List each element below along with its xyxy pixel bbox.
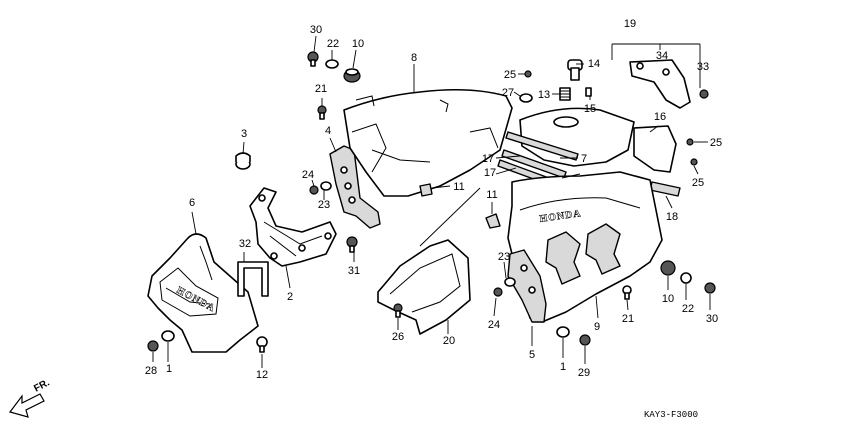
callout-7: 7 bbox=[581, 153, 587, 165]
callout-23: 23 bbox=[318, 199, 330, 211]
callout-31: 31 bbox=[348, 265, 360, 277]
part-12-screw bbox=[256, 336, 268, 353]
part-24-screw-right bbox=[493, 287, 503, 297]
callout-28: 28 bbox=[145, 365, 157, 377]
part-24-screw bbox=[309, 185, 319, 195]
callout-29: 29 bbox=[578, 367, 590, 379]
callout-14: 14 bbox=[588, 58, 600, 70]
part-23-washer-right bbox=[504, 277, 516, 287]
part-3-grommet bbox=[235, 152, 251, 170]
callout-25: 25 bbox=[504, 69, 516, 81]
callout-11-lower: 11 bbox=[486, 189, 497, 201]
callout-30: 30 bbox=[310, 24, 322, 36]
part-13-spring bbox=[559, 87, 571, 101]
leader-lines bbox=[152, 35, 711, 368]
part-11-clip-lower bbox=[485, 213, 501, 229]
callout-16: 16 bbox=[654, 111, 666, 123]
part-6-upper-cowl: HONDA bbox=[147, 233, 259, 353]
callout-9: 9 bbox=[594, 321, 600, 333]
part-30-bolt-right bbox=[704, 282, 716, 294]
part-31-bolt bbox=[346, 236, 358, 253]
callout-33: 33 bbox=[697, 61, 709, 73]
callout-3: 3 bbox=[241, 128, 247, 140]
callout-19: 19 bbox=[624, 18, 636, 30]
part-14-bolt bbox=[567, 59, 583, 81]
callout-24: 24 bbox=[302, 169, 314, 181]
part-20-inner-cover bbox=[377, 239, 471, 335]
part-23-washer bbox=[320, 181, 332, 191]
diagram-code: KAY3-F3000 bbox=[644, 410, 698, 420]
part-28-bolt bbox=[147, 340, 159, 352]
callout-23-right: 23 bbox=[498, 251, 510, 263]
callout-1-right: 1 bbox=[560, 361, 566, 373]
part-27-washer bbox=[519, 93, 533, 103]
part-33-screw bbox=[699, 89, 709, 99]
part-34-bracket bbox=[629, 59, 691, 109]
callout-17-lower: 17 bbox=[484, 167, 496, 179]
callout-8: 8 bbox=[411, 52, 417, 64]
callout-27: 27 bbox=[502, 87, 514, 99]
front-direction-marker: FR. bbox=[8, 377, 52, 418]
part-30-bolt bbox=[307, 51, 319, 67]
callout-12: 12 bbox=[256, 369, 268, 381]
callout-17: 17 bbox=[482, 153, 494, 165]
callout-1-left: 1 bbox=[166, 363, 172, 375]
callout-10-right: 10 bbox=[662, 293, 674, 305]
part-18-strip bbox=[649, 181, 681, 197]
callout-5: 5 bbox=[529, 349, 535, 361]
part-21-screw-right bbox=[622, 285, 632, 300]
front-arrow-icon bbox=[8, 393, 45, 418]
part-16-side-cover bbox=[633, 125, 677, 173]
part-2-stay bbox=[249, 187, 337, 267]
part-10-rubber-mount-right bbox=[660, 260, 676, 276]
callout-4: 4 bbox=[325, 125, 331, 137]
callout-22-right: 22 bbox=[682, 303, 694, 315]
part-8-inner-panel bbox=[343, 88, 513, 197]
callout-32: 32 bbox=[239, 238, 251, 250]
part-26-screw bbox=[393, 303, 403, 318]
front-label: FR. bbox=[32, 377, 52, 394]
part-22-washer-right bbox=[680, 272, 692, 284]
callout-21-right: 21 bbox=[622, 313, 634, 325]
callout-22: 22 bbox=[327, 38, 339, 50]
callout-25-right: 25 bbox=[710, 137, 722, 149]
callout-26: 26 bbox=[392, 331, 404, 343]
callout-25-right-lower: 25 bbox=[692, 177, 704, 189]
callout-15: 15 bbox=[584, 103, 596, 115]
part-1-collar-left bbox=[161, 330, 175, 342]
callout-20: 20 bbox=[443, 335, 455, 347]
callout-34: 34 bbox=[656, 50, 668, 62]
callout-21: 21 bbox=[315, 83, 327, 95]
callout-2: 2 bbox=[287, 291, 293, 303]
part-21-screw bbox=[317, 105, 327, 120]
part-25-screw-top bbox=[524, 70, 532, 78]
part-15-pin bbox=[585, 87, 592, 97]
callout-13: 13 bbox=[538, 89, 550, 101]
callout-10: 10 bbox=[352, 38, 364, 50]
part-11-clip-upper bbox=[419, 183, 433, 197]
callout-18: 18 bbox=[666, 211, 678, 223]
part-9-side-fairing: HONDA bbox=[507, 171, 663, 323]
part-32-bracket bbox=[237, 261, 269, 297]
callout-30-right: 30 bbox=[706, 313, 718, 325]
part-29-bolt bbox=[579, 334, 591, 346]
part-22-washer bbox=[325, 59, 339, 69]
callout-24-right: 24 bbox=[488, 319, 500, 331]
part-25-screw-right bbox=[686, 138, 694, 146]
part-1-collar-right bbox=[556, 326, 570, 338]
callout-labels: 30 22 10 8 19 34 33 14 25 13 15 27 21 3 … bbox=[145, 18, 722, 381]
part-25-screw-right-lower bbox=[690, 158, 698, 166]
callout-11: 11 bbox=[453, 181, 464, 193]
callout-6: 6 bbox=[189, 197, 195, 209]
part-10-rubber-mount bbox=[343, 68, 361, 83]
